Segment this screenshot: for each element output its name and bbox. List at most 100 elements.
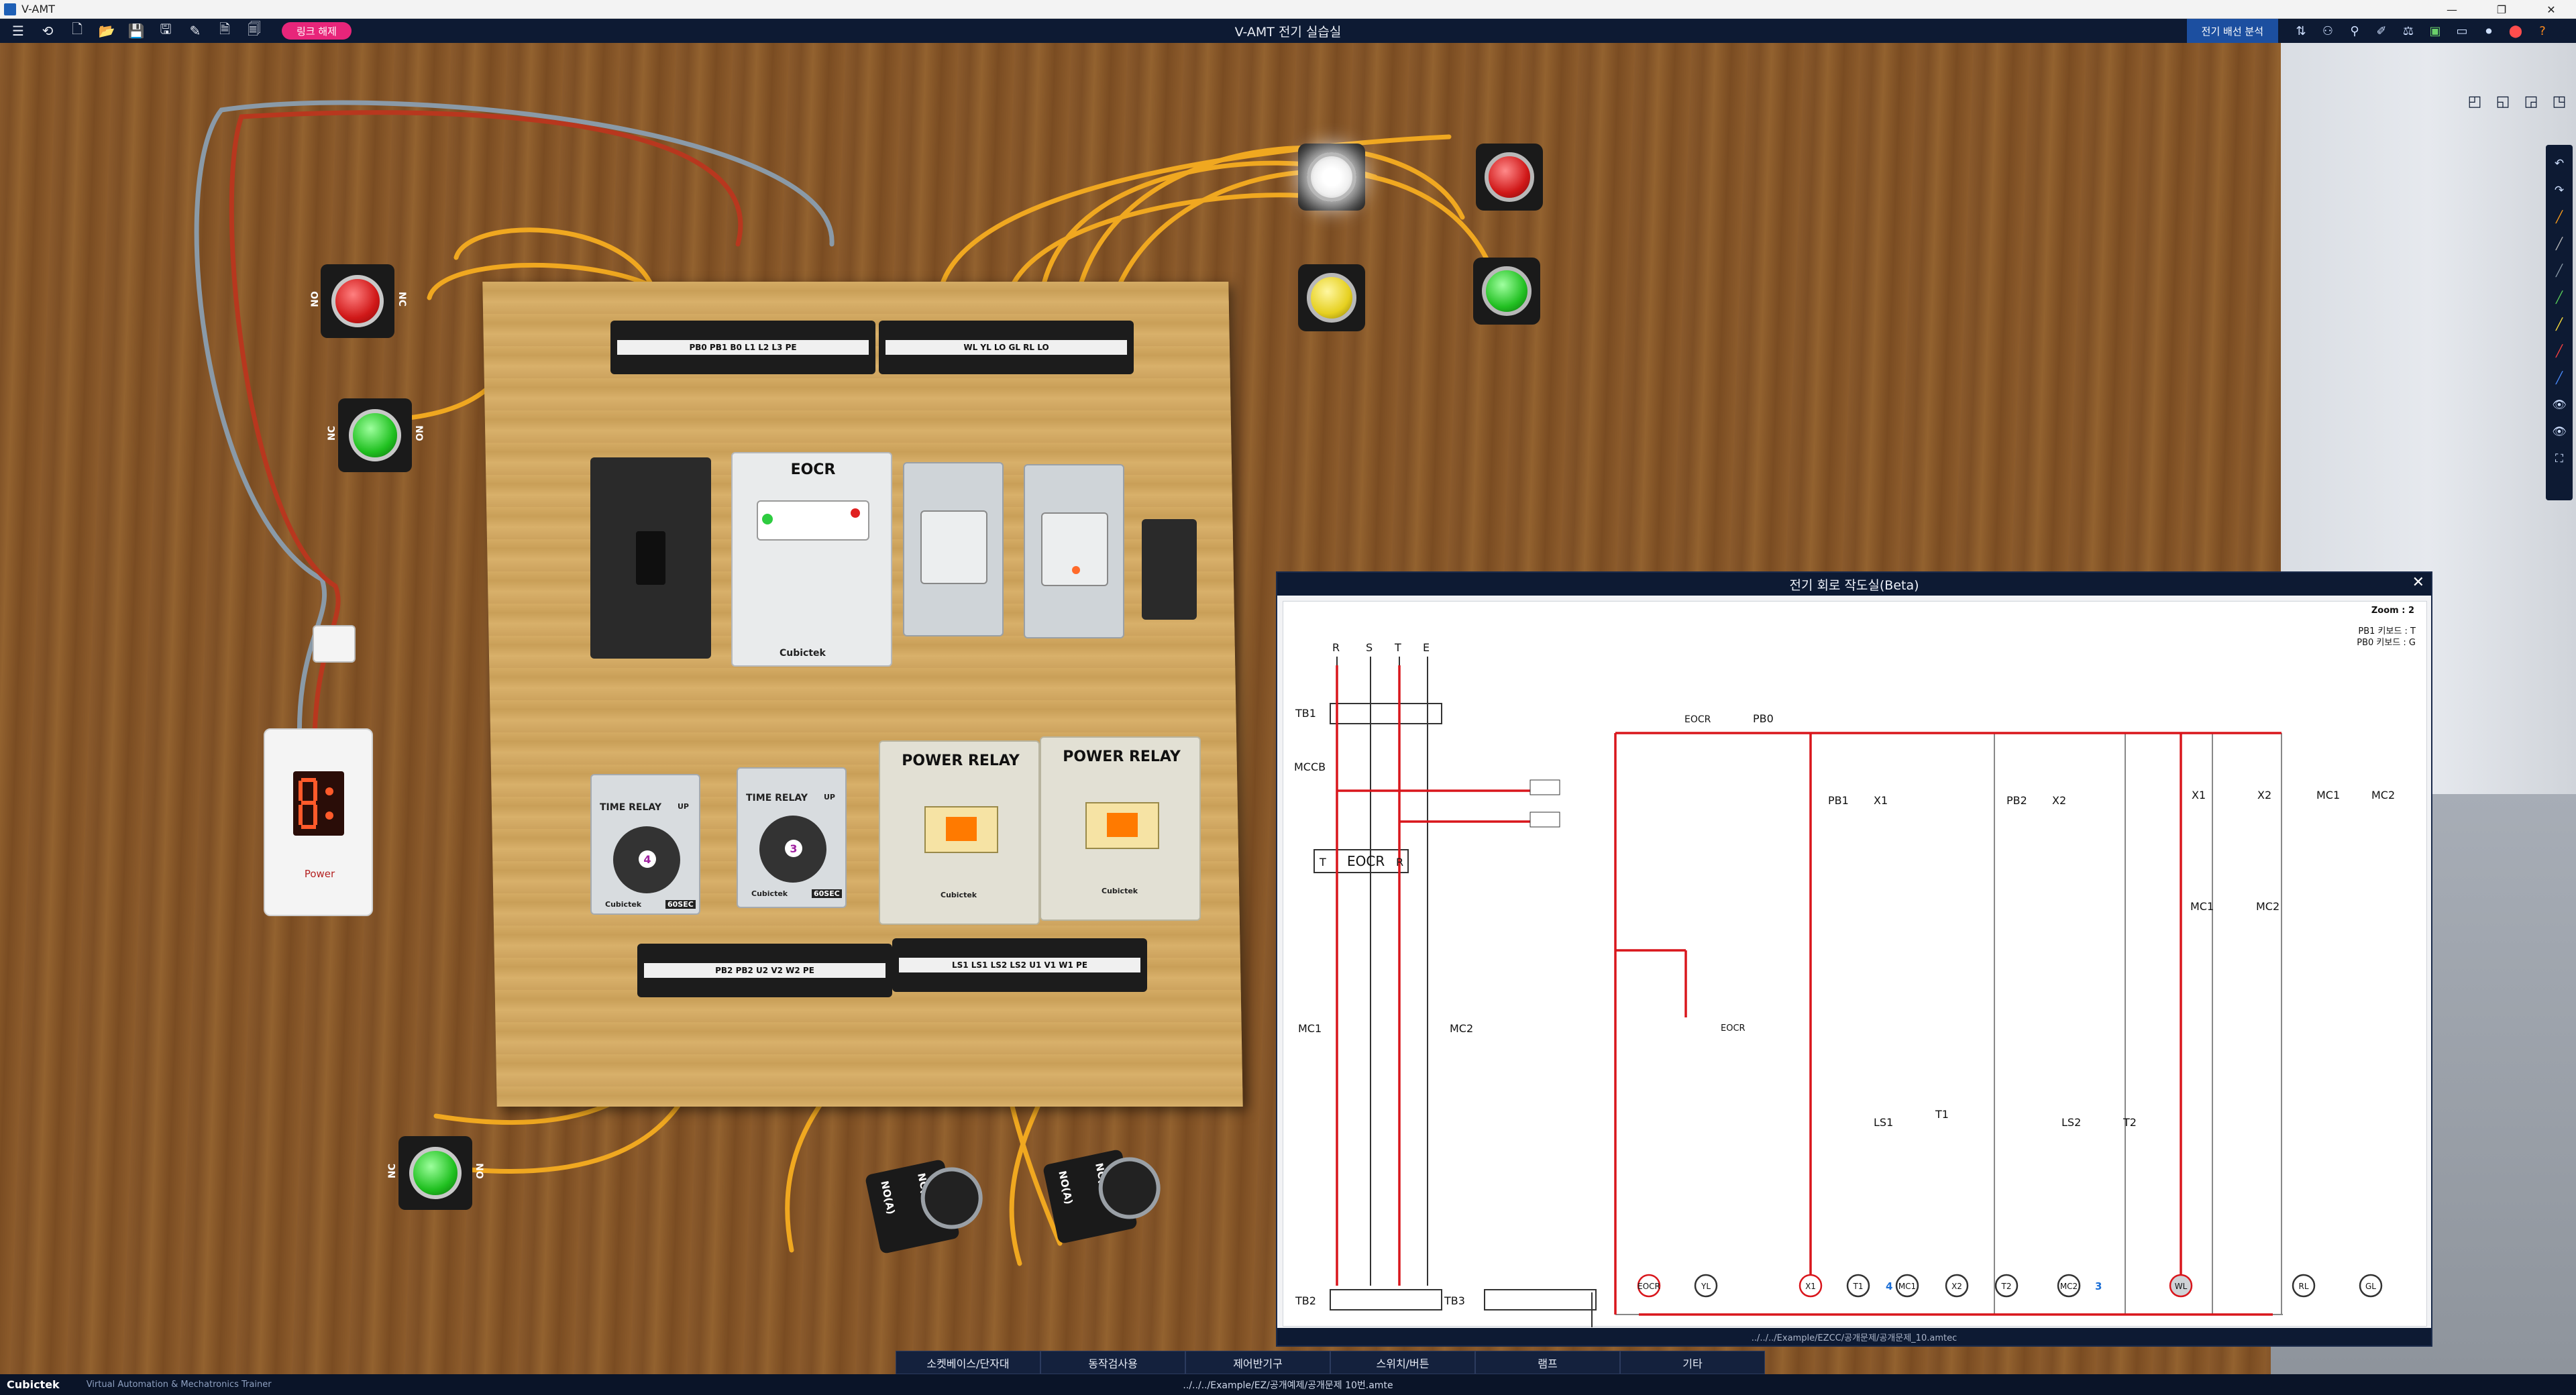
edit-file-icon[interactable]: ✎	[189, 23, 201, 39]
minimize-button[interactable]: —	[2447, 3, 2457, 16]
save-as-icon[interactable]: 🖫	[160, 21, 172, 37]
wire-black-icon[interactable]: ╱	[2555, 237, 2563, 251]
wire-tool-icon[interactable]: ⇅	[2296, 23, 2306, 38]
pilot-lamp-green[interactable]	[1473, 258, 1540, 325]
display-icon[interactable]: ▭	[2456, 23, 2468, 38]
eocr-relay[interactable]: EOCR Cubictek	[731, 452, 892, 667]
tab-etc[interactable]: 기타	[1620, 1351, 1765, 1374]
pushbutton-pb1-green[interactable]: NC NO	[327, 398, 424, 472]
tab-operation-test[interactable]: 동작검사용	[1040, 1351, 1185, 1374]
brand-logo: Cubictek	[7, 1378, 60, 1391]
power-supply-module[interactable]: Power	[264, 728, 373, 916]
load-t2-circle	[1994, 1274, 2019, 1298]
app-icon	[4, 3, 16, 15]
document-list-icon[interactable]: 🗐	[248, 21, 261, 37]
power-relay-mc2[interactable]: POWER RELAY Cubictek	[1040, 736, 1201, 921]
reset-icon[interactable]: ⟲	[42, 23, 54, 39]
load-mc2-circle	[2057, 1274, 2081, 1298]
view-front-icon[interactable]: ◰	[2467, 93, 2482, 110]
record-icon[interactable]: ⬤	[2508, 23, 2523, 38]
chat-icon[interactable]: ▣	[2429, 23, 2441, 38]
diagram-titlebar[interactable]: 전기 회로 작도실(Beta) ✕	[1277, 573, 2431, 596]
diagram-canvas[interactable]: Zoom : 2 PB1 키보드 : T PB0 키보드 : G	[1283, 601, 2427, 1327]
terminal-labels-top-right: WL YL LO GL RL LO	[885, 340, 1127, 355]
view-right-icon[interactable]: ◲	[2524, 93, 2538, 110]
tab-socket-terminal[interactable]: 소켓베이스/단자대	[896, 1351, 1040, 1374]
open-folder-icon[interactable]: 📂	[98, 23, 115, 39]
mccb-breaker[interactable]	[590, 457, 711, 659]
terminal-block-top-right[interactable]: WL YL LO GL RL LO	[879, 321, 1134, 374]
label-mc2c: MC2	[2256, 900, 2279, 913]
status-file-path: ../../../Example/EZ/공개예제/공개문제 10번.amte	[1183, 1380, 1393, 1391]
pilot-lamp-red[interactable]	[1476, 144, 1543, 211]
selector-switch-ls2[interactable]: NO(A) NC(M)	[1042, 1148, 1167, 1245]
workbench-scene[interactable]: ◰ ◱ ◲ ◳ ↶ ↷ ╱ ╱ ╱ ╱ ╱ ╱ ╱ 👁 👁 ⛶	[0, 43, 2576, 1374]
measure-icon[interactable]: ⚖	[2402, 23, 2414, 38]
save-icon[interactable]: 💾	[127, 23, 145, 39]
load-mc1-circle	[1895, 1274, 1919, 1298]
time-relay-t2-range: 60SEC	[812, 889, 842, 898]
time-relay-t2-brand: Cubictek	[751, 889, 788, 898]
terminal-block-top-left[interactable]: PB0 PB1 B0 L1 L2 L3 PE	[610, 321, 875, 374]
label-eocr-contact: EOCR	[1721, 1023, 1746, 1034]
view-top-icon[interactable]: ◳	[2552, 93, 2567, 110]
wire-yellow-icon[interactable]: ╱	[2555, 318, 2563, 331]
label-mc1: MC1	[1298, 1022, 1322, 1035]
redo-icon[interactable]: ↷	[2554, 184, 2565, 197]
circuit-diagram-window[interactable]: 전기 회로 작도실(Beta) ✕ Zoom : 2 PB1 키보드 : T P…	[1276, 571, 2432, 1347]
load-gl-label: GL	[2365, 1282, 2376, 1291]
load-mc1-label: MC1	[1898, 1282, 1916, 1291]
time-relay-t1[interactable]: TIME RELAY UP 4 Cubictek 60SEC	[590, 774, 700, 915]
fuse-holder[interactable]	[1142, 519, 1197, 620]
selector-switch-ls1[interactable]: NO(A) NC(M)	[864, 1158, 989, 1255]
undo-icon[interactable]: ↶	[2554, 157, 2565, 170]
load-x2-circle	[1945, 1274, 1969, 1298]
power-relay-mc1[interactable]: POWER RELAY Cubictek	[879, 740, 1040, 925]
terminal-block-bottom-right[interactable]: LS1 LS1 LS2 LS2 U1 V1 W1 PE	[892, 938, 1147, 992]
label-mc2b: MC2	[2371, 789, 2395, 801]
tab-control-panel[interactable]: 제어반기구	[1185, 1351, 1330, 1374]
show-all-icon[interactable]: 👁	[2552, 398, 2567, 412]
wire-gray-icon[interactable]: ╱	[2555, 264, 2563, 278]
close-button[interactable]: ✕	[2546, 3, 2556, 16]
show-main-icon[interactable]: 👁	[2552, 425, 2567, 439]
view-left-icon[interactable]: ◱	[2496, 93, 2510, 110]
tab-lamp[interactable]: 램프	[1475, 1351, 1620, 1374]
wiring-analysis-button[interactable]: 전기 배선 분석	[2186, 19, 2278, 43]
new-file-icon[interactable]: 🗋	[71, 21, 83, 37]
time-relay-t2-value: 3	[785, 840, 802, 857]
terminal-labels-bottom-left: PB2 PB2 U2 V2 W2 PE	[644, 963, 885, 978]
wire-green-icon[interactable]: ╱	[2555, 291, 2563, 304]
pushbutton-pb2-green[interactable]: NC NO	[387, 1136, 484, 1210]
help-icon[interactable]: ?	[2539, 23, 2546, 38]
pen-icon[interactable]: ✐	[2376, 23, 2387, 38]
person-icon[interactable]: ⚇	[2322, 23, 2334, 38]
relay-x2[interactable]	[1024, 464, 1124, 638]
pushbutton-pb0-red[interactable]: NO NC	[310, 264, 407, 338]
fit-view-icon[interactable]: ⛶	[2555, 452, 2563, 465]
diagram-close-icon[interactable]: ✕	[2412, 574, 2424, 591]
document-icon[interactable]: 🗎	[219, 21, 231, 37]
relay-x1[interactable]	[903, 462, 1004, 636]
pilot-lamp-white[interactable]	[1298, 144, 1365, 211]
wire-red-icon[interactable]: ╱	[2555, 345, 2563, 358]
pilot-lamp-yellow[interactable]	[1298, 264, 1365, 331]
tab-switch-button[interactable]: 스위치/버튼	[1330, 1351, 1475, 1374]
wire-orange-icon[interactable]: ╱	[2555, 211, 2563, 224]
diagram-key-hints: PB1 키보드 : T PB0 키보드 : G	[2357, 626, 2416, 649]
hamburger-icon[interactable]: ☰	[12, 23, 24, 39]
power-relay-mc2-brand: Cubictek	[1102, 887, 1138, 895]
link-release-button[interactable]: 링크 해제	[282, 22, 352, 40]
eocr-led-red	[851, 508, 860, 518]
label-mc1c: MC1	[2190, 900, 2214, 913]
probe-icon[interactable]: ⚲	[2350, 23, 2359, 38]
load-t1-label: T1	[1853, 1282, 1864, 1291]
terminal-block-bottom-left[interactable]: PB2 PB2 U2 V2 W2 PE	[637, 944, 892, 997]
restore-button[interactable]: ❐	[2496, 3, 2507, 16]
label-t2: T2	[2123, 1116, 2137, 1129]
circuit-schematic: R S T E TB1 MCCB EOCR T R MC1 MC2 TB2 TB…	[1294, 641, 2395, 1327]
camera-icon[interactable]: ⏺	[2485, 23, 2492, 38]
time-relay-t2[interactable]: TIME RELAY UP 3 Cubictek 60SEC	[737, 767, 847, 908]
wire-blue-icon[interactable]: ╱	[2555, 372, 2563, 385]
label-ctrl-eocr: EOCR	[1684, 714, 1711, 725]
